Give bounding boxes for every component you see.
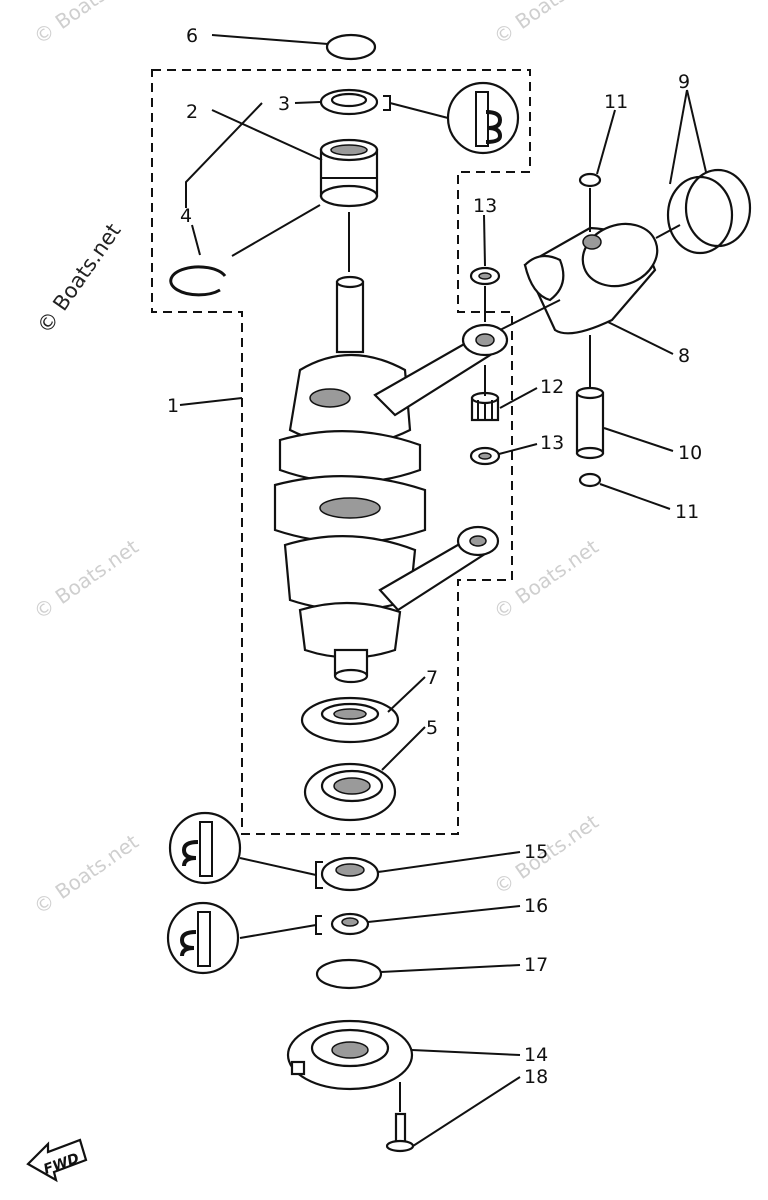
callout-10: 10 bbox=[678, 442, 702, 464]
ring-leader bbox=[655, 224, 681, 239]
grease-icon-15 bbox=[168, 811, 242, 885]
callout-leaders bbox=[179, 34, 707, 1147]
callout-15: 15 bbox=[524, 841, 548, 863]
callout-14: 14 bbox=[524, 1044, 548, 1066]
lower-bearing-housing bbox=[286, 1019, 414, 1091]
leader-grease-top bbox=[389, 102, 449, 119]
circlip-leader bbox=[231, 204, 321, 257]
grease-icon-16 bbox=[166, 901, 240, 975]
pin-clip-upper bbox=[578, 172, 602, 188]
bolt bbox=[385, 1112, 415, 1153]
callout-5: 5 bbox=[426, 717, 438, 739]
connecting-rod-lower bbox=[378, 525, 500, 612]
callout-1: 1 bbox=[167, 395, 179, 417]
leader-grease-15 bbox=[239, 857, 317, 876]
oil-seal-top bbox=[319, 88, 379, 116]
watermark-1: © Boats.net bbox=[29, 0, 143, 49]
watermark-4: © Boats.net bbox=[29, 534, 143, 624]
callout-6: 7 bbox=[426, 667, 438, 689]
piston-axis bbox=[499, 299, 561, 331]
callout-13-upper: 13 bbox=[473, 195, 497, 217]
callout-labels: 6 2 3 4 1 7 5 11 9 13 12 13 8 10 11 15 1… bbox=[167, 25, 702, 1088]
callout-3: 3 bbox=[278, 93, 290, 115]
pin-clip-lower bbox=[578, 472, 602, 488]
o-ring-top bbox=[325, 33, 377, 61]
callout-18: 18 bbox=[524, 1066, 548, 1088]
seal-bracket-top bbox=[383, 95, 391, 111]
ball-bearing bbox=[303, 762, 397, 822]
watermark-6: © Boats.net bbox=[29, 829, 143, 919]
oil-seal-lower-small bbox=[330, 912, 370, 936]
oil-seal-lower-large bbox=[320, 856, 380, 892]
callout-7: 6 bbox=[186, 25, 198, 47]
callout-11-upper: 11 bbox=[604, 91, 628, 113]
callout-8: 8 bbox=[678, 345, 690, 367]
callout-17: 17 bbox=[524, 954, 548, 976]
watermark-5: © Boats.net bbox=[489, 534, 603, 624]
grease-icon-top bbox=[446, 81, 520, 155]
piston-pin bbox=[575, 386, 605, 460]
seal-bracket-16 bbox=[315, 915, 322, 935]
crankshaft bbox=[273, 275, 427, 684]
callout-12: 12 bbox=[540, 376, 564, 398]
circlip bbox=[169, 265, 227, 297]
leader-grease-16 bbox=[239, 924, 317, 939]
piston-ring-set bbox=[666, 168, 752, 255]
piston bbox=[523, 222, 659, 335]
callout-2: 2 bbox=[186, 101, 198, 123]
watermark-3: © Boats.net bbox=[32, 219, 125, 338]
o-ring-lower bbox=[315, 958, 383, 990]
callout-16: 16 bbox=[524, 895, 548, 917]
labyrinth-seal bbox=[300, 696, 400, 744]
washer-upper bbox=[469, 266, 501, 286]
watermark-2: © Boats.net bbox=[489, 0, 603, 49]
connecting-rod-upper bbox=[373, 323, 509, 417]
callout-9: 9 bbox=[678, 71, 690, 93]
washer-lower bbox=[469, 446, 501, 466]
fwd-arrow-icon: FWD bbox=[26, 1138, 88, 1183]
needle-bearing-small-end bbox=[470, 391, 500, 422]
needle-bearing bbox=[319, 138, 379, 208]
callout-11-lower: 11 bbox=[675, 501, 699, 523]
assembly-boundary bbox=[151, 69, 531, 835]
callout-13-lower: 13 bbox=[540, 432, 564, 454]
callout-4: 4 bbox=[180, 205, 192, 227]
